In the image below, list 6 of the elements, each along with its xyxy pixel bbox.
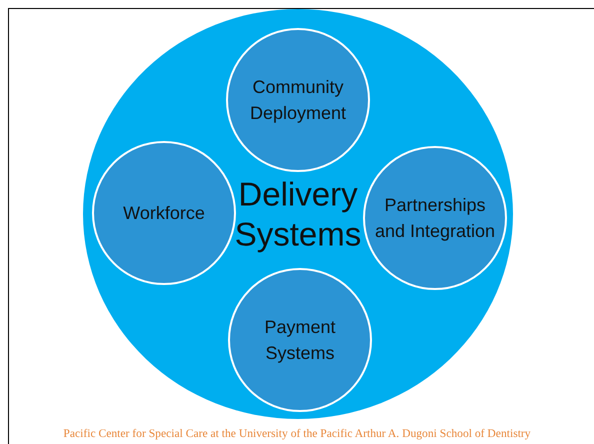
- footer-credit: Pacific Center for Special Care at the University of the Pacific Arthur A. Dugoni School of Dentistry: [63, 427, 531, 440]
- topic-label: Workforce: [122, 202, 206, 225]
- topic-label: Community Deployment: [248, 76, 348, 125]
- topic-label: Partnerships and Integration: [374, 194, 496, 243]
- center-title: Delivery Systems: [234, 174, 362, 254]
- topic-label: Payment Systems: [263, 316, 337, 365]
